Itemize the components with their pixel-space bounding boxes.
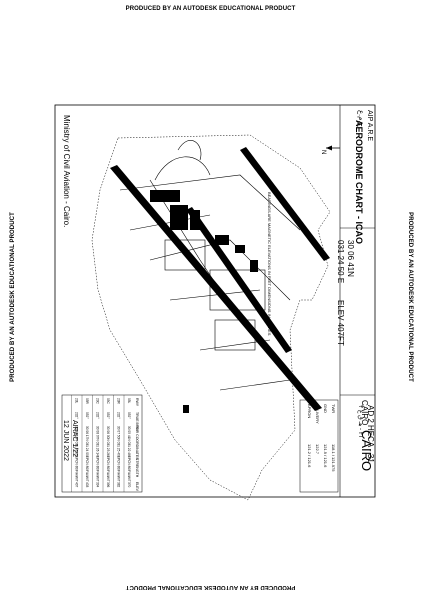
- runway-05r-23l: [240, 147, 330, 261]
- page-ref-arabic: ٣١ - هـ ق ع ٢: [357, 405, 363, 438]
- runway-table-cell: PCN 80/F/A/W/T: [106, 458, 110, 482]
- bearing-note: BEARINGS ARE MAGNETIC ELEVATIONS IN FEET…: [267, 192, 272, 336]
- runway-table-cell: 30 08 07N 031 26 14E: [96, 426, 100, 458]
- runway-table-header: RWY: [135, 398, 139, 407]
- runway-table-cell: PCN 80/F/A/W/T: [85, 458, 89, 482]
- runway-table-cell: 052°: [106, 412, 110, 419]
- runway-table-cell: 30 07 50N 031 25 40E: [117, 426, 121, 458]
- runway-table-cell: 232°: [75, 412, 79, 419]
- terminal-buildings: [150, 190, 258, 413]
- runway-table-header: TRUE BRG: [135, 412, 139, 430]
- city-name-large: CAIRO: [359, 430, 374, 471]
- frequency-value: 121.9 / 121.6: [323, 444, 328, 468]
- taxiways: [119, 174, 301, 391]
- runway-table-cell: 052°: [127, 412, 131, 419]
- runway-table-cell: 23R: [117, 398, 121, 405]
- frequency-list: TWR 118.1 / 121.975 GND 121.9 / 121.6 DELIVE…: [307, 404, 336, 472]
- frequency-box: [299, 399, 339, 493]
- frequency-service: APRON: [307, 404, 312, 418]
- runway-table-cell: 23L: [75, 398, 79, 404]
- chart-frame: [54, 104, 376, 498]
- runway-table-cell: 396: [106, 482, 110, 488]
- ministry-label: Ministry of Civil Aviation - Cairo.: [62, 115, 71, 227]
- runway-table-cell: 05R: [85, 398, 89, 405]
- chart-title: AERODROME CHART - ICAO: [354, 120, 364, 244]
- runway-table-cell: 30 06 00N 031 23 26E: [106, 426, 110, 458]
- runway-table-cell: PCN 80/F/A/W/T: [127, 458, 131, 482]
- north-label: N: [320, 150, 326, 154]
- runway-table-cell: 232°: [96, 412, 100, 419]
- aip-arabic: ج.م.ع: [357, 110, 364, 127]
- runway-table-cell: 403: [85, 482, 89, 488]
- runway-table-cell: 232°: [117, 412, 121, 419]
- frequency-value: 121.2 / 121.6: [307, 444, 312, 468]
- frequency-service: GND: [323, 404, 328, 413]
- frequency-value: 122.7: [315, 444, 320, 455]
- frequency-service: DELIVERY: [315, 404, 320, 424]
- runway-table-cell: PCN 80/F/A/W/T: [75, 458, 79, 482]
- runway-table-cell: PCN 80/F/A/W/T: [117, 458, 121, 482]
- runway-table-header: STRENGTH: [135, 458, 139, 478]
- elevation: ELEV 407FT: [336, 300, 345, 346]
- aerodrome-boundary: [91, 134, 331, 501]
- apron-outlines: [154, 140, 266, 351]
- runway-table-cell: 05L: [127, 398, 131, 404]
- north-arrow-icon: [326, 145, 340, 151]
- runway-table-cell: 30 05 41N 031 22 48E: [127, 426, 131, 458]
- coord-lon: 031 24 50 E: [336, 240, 345, 283]
- aip-label: AIP A.R.E: [366, 110, 373, 141]
- runway-table-cell: 30 06 17N 031 24 00E: [85, 426, 89, 458]
- runway-table-cell: PCN 80/F/A/W/T: [96, 458, 100, 482]
- date-line-1: 12 JUN 2022: [62, 420, 69, 461]
- date-line-2: AIRAC 1/22: [71, 420, 78, 457]
- runway-table-frame: [61, 394, 143, 493]
- runway-table-cell: 370: [127, 482, 131, 488]
- watermark-top: PRODUCED BY AN AUTODESK EDUCATIONAL PROD…: [125, 6, 296, 12]
- coord-lat: 30 06 41N: [346, 240, 355, 277]
- page-ref: AD 2 HECA - 31: [366, 405, 375, 463]
- runway-05c-23c: [186, 207, 292, 353]
- runway-05l-23r: [110, 165, 322, 411]
- frequency-value: 118.1 / 121.975: [331, 444, 336, 472]
- runway-table-cell: 30 08 15N 031 26 55E: [75, 426, 79, 458]
- runway-table-header: ELEV: [135, 482, 139, 492]
- runway-table-cell: 05C: [106, 398, 110, 405]
- frequency-service: TWR: [331, 404, 336, 413]
- city-name: CAIRO: [360, 400, 369, 425]
- runway-table-cell: 407: [75, 482, 79, 488]
- runway-table-cell: 23C: [96, 398, 100, 405]
- runway-table-cell: 382: [117, 482, 121, 488]
- runway-table-cell: 052°: [85, 412, 89, 419]
- runway-table-cell: 394: [96, 482, 100, 488]
- runway-table-header: THR COORDINATES: [135, 426, 139, 460]
